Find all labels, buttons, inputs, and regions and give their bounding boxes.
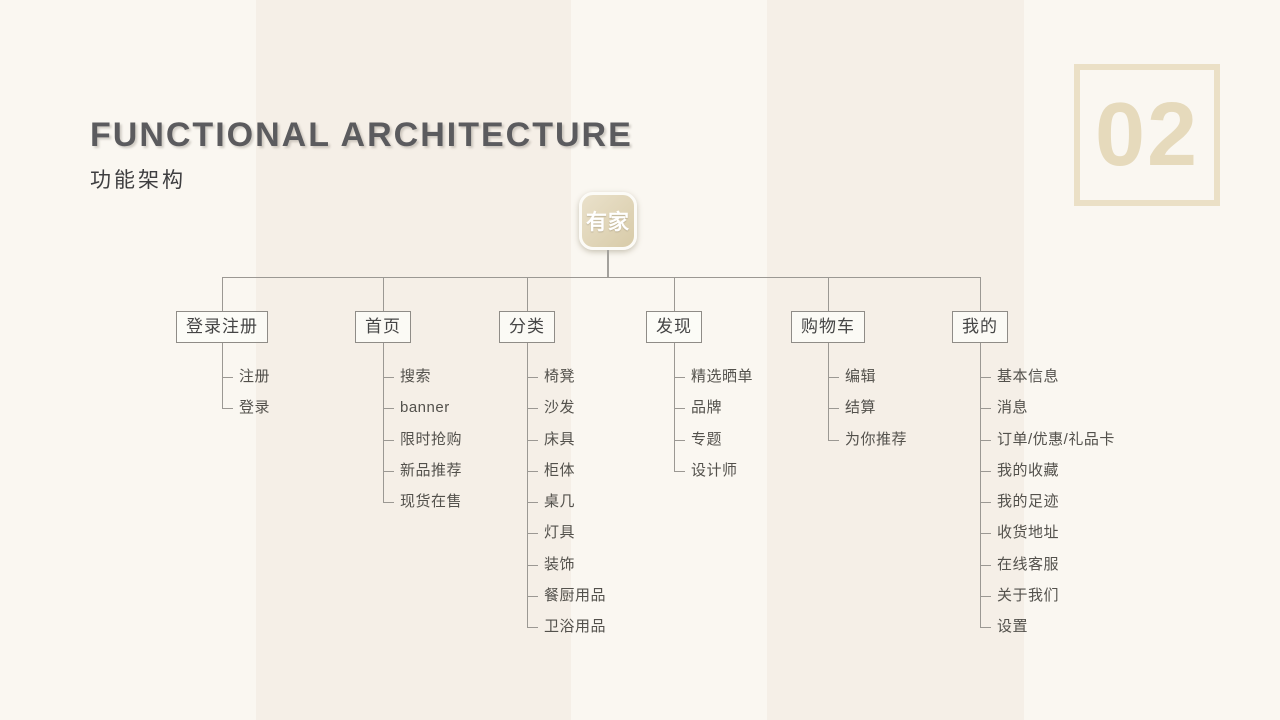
branch-children-line-profile bbox=[980, 343, 981, 628]
child-tick-line bbox=[527, 564, 538, 566]
branch-stub-line-categories bbox=[527, 277, 528, 311]
child-label-categories-4: 桌几 bbox=[544, 493, 576, 510]
child-label-login-register-0: 注册 bbox=[239, 368, 271, 385]
child-tick-line bbox=[980, 627, 991, 628]
child-tick-line bbox=[527, 408, 538, 410]
child-tick-line bbox=[383, 470, 394, 472]
child-tick-line bbox=[222, 408, 233, 410]
branch-box-discover: 发现 bbox=[646, 311, 702, 343]
background-stripe bbox=[767, 0, 1024, 720]
child-tick-line bbox=[980, 502, 991, 503]
branch-children-line-discover bbox=[674, 343, 675, 472]
child-tick-line bbox=[828, 408, 839, 410]
child-label-home-3: 新品推荐 bbox=[400, 461, 463, 479]
child-label-profile-6: 在线客服 bbox=[997, 555, 1060, 573]
child-label-categories-1: 沙发 bbox=[544, 399, 576, 417]
branch-stub-line-discover bbox=[674, 277, 675, 311]
root-stem-line bbox=[607, 250, 609, 277]
child-tick-line bbox=[527, 377, 538, 378]
branch-children-line-cart bbox=[828, 343, 829, 441]
child-label-discover-0: 精选晒单 bbox=[691, 368, 754, 385]
child-label-categories-5: 灯具 bbox=[544, 524, 576, 542]
child-label-cart-2: 为你推荐 bbox=[845, 430, 908, 448]
branch-stub-line-cart bbox=[828, 277, 829, 311]
child-label-categories-7: 餐厨用品 bbox=[544, 586, 607, 604]
branch-box-login-register: 登录注册 bbox=[176, 311, 268, 343]
child-label-profile-5: 收货地址 bbox=[997, 524, 1060, 542]
child-tick-line bbox=[527, 595, 538, 597]
child-label-cart-0: 编辑 bbox=[845, 368, 877, 385]
child-label-home-1: banner bbox=[400, 399, 450, 417]
child-label-categories-0: 椅凳 bbox=[544, 368, 576, 385]
child-label-discover-3: 设计师 bbox=[691, 461, 738, 479]
child-tick-line bbox=[980, 595, 991, 597]
page-subtitle: 功能架构 bbox=[90, 169, 186, 192]
child-label-home-0: 搜索 bbox=[400, 368, 432, 385]
child-tick-line bbox=[980, 377, 991, 378]
branch-stub-line-login-register bbox=[222, 277, 223, 311]
section-number: 02 bbox=[1094, 85, 1200, 185]
child-tick-line bbox=[383, 502, 394, 503]
child-tick-line bbox=[674, 470, 685, 472]
branch-box-home: 首页 bbox=[355, 311, 411, 343]
child-tick-line bbox=[674, 439, 685, 441]
child-tick-line bbox=[527, 470, 538, 472]
child-label-profile-3: 我的收藏 bbox=[997, 461, 1060, 479]
child-tick-line bbox=[828, 439, 839, 441]
branch-box-profile: 我的 bbox=[952, 311, 1008, 343]
child-tick-line bbox=[980, 533, 991, 535]
branch-children-line-login-register bbox=[222, 343, 223, 410]
branch-stub-line-home bbox=[383, 277, 384, 311]
child-tick-line bbox=[980, 564, 991, 566]
page-title: FUNCTIONAL ARCHITECTURE bbox=[90, 116, 633, 154]
child-tick-line bbox=[828, 377, 839, 378]
background-stripe bbox=[256, 0, 571, 720]
child-label-profile-7: 关于我们 bbox=[997, 586, 1060, 604]
child-label-profile-1: 消息 bbox=[997, 399, 1029, 417]
branch-box-cart: 购物车 bbox=[791, 311, 865, 343]
child-label-profile-2: 订单/优惠/礼品卡 bbox=[997, 430, 1115, 448]
child-tick-line bbox=[527, 627, 538, 628]
app-logo: 有家 bbox=[579, 192, 637, 250]
child-tick-line bbox=[383, 377, 394, 378]
child-tick-line bbox=[980, 470, 991, 472]
child-label-categories-3: 柜体 bbox=[544, 461, 576, 479]
child-label-cart-1: 结算 bbox=[845, 399, 877, 417]
child-label-profile-0: 基本信息 bbox=[997, 368, 1060, 385]
child-tick-line bbox=[980, 439, 991, 441]
child-label-categories-6: 装饰 bbox=[544, 555, 576, 573]
branch-children-line-categories bbox=[527, 343, 528, 628]
child-tick-line bbox=[383, 439, 394, 441]
child-label-login-register-1: 登录 bbox=[239, 399, 271, 417]
child-label-home-4: 现货在售 bbox=[400, 493, 463, 510]
child-tick-line bbox=[383, 408, 394, 410]
branch-children-line-home bbox=[383, 343, 384, 503]
child-label-discover-1: 品牌 bbox=[691, 399, 723, 417]
child-tick-line bbox=[527, 502, 538, 503]
child-label-categories-8: 卫浴用品 bbox=[544, 618, 607, 635]
child-label-categories-2: 床具 bbox=[544, 430, 576, 448]
child-label-home-2: 限时抢购 bbox=[400, 430, 463, 448]
child-tick-line bbox=[980, 408, 991, 410]
section-number-badge: 02 bbox=[1074, 64, 1220, 206]
child-tick-line bbox=[527, 533, 538, 535]
child-label-profile-4: 我的足迹 bbox=[997, 493, 1060, 510]
app-logo-label: 有家 bbox=[586, 211, 630, 234]
child-label-discover-2: 专题 bbox=[691, 430, 723, 448]
child-tick-line bbox=[674, 408, 685, 410]
child-label-profile-8: 设置 bbox=[997, 618, 1029, 635]
branch-stub-line-profile bbox=[980, 277, 981, 311]
child-tick-line bbox=[674, 377, 685, 378]
slide-header: FUNCTIONAL ARCHITECTURE 功能架构 bbox=[90, 116, 633, 194]
branch-connector-line bbox=[222, 277, 980, 278]
child-tick-line bbox=[222, 377, 233, 378]
branch-box-categories: 分类 bbox=[499, 311, 555, 343]
child-tick-line bbox=[527, 439, 538, 441]
